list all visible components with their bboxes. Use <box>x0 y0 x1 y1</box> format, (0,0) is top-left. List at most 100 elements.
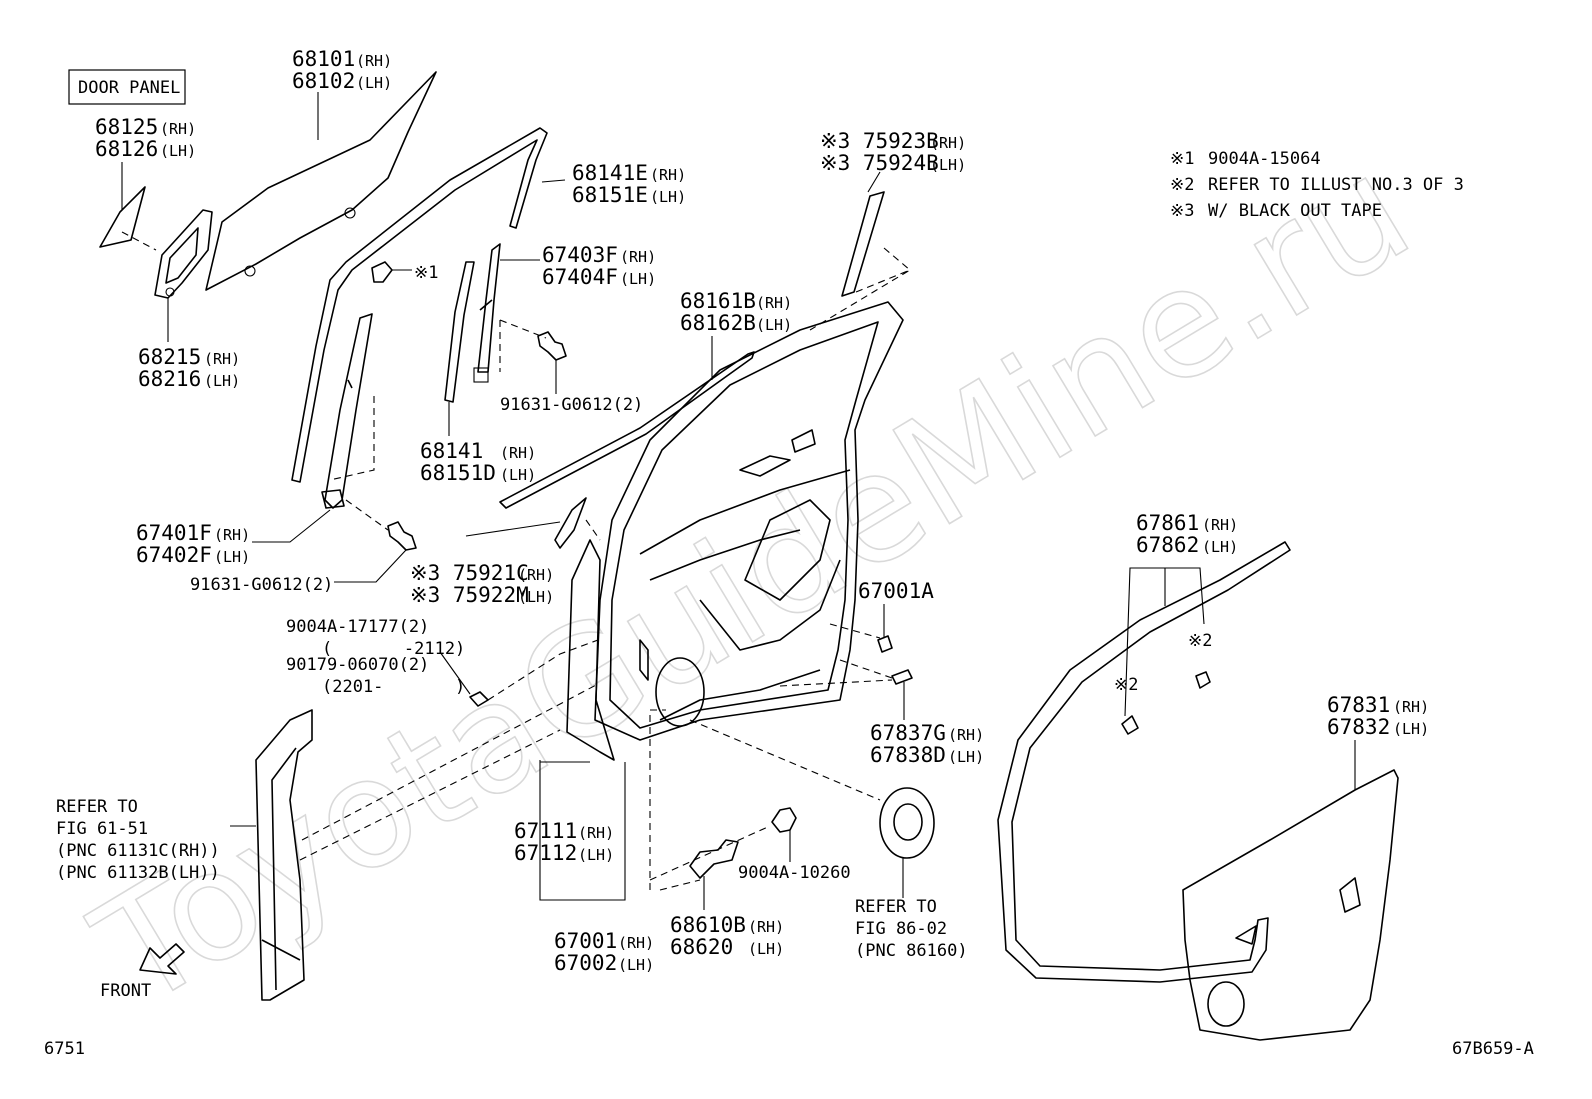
legend-mark-1: ※1 <box>1170 149 1194 169</box>
part-number: 68620 <box>670 935 733 959</box>
refer-speaker-note: REFER TO FIG 86-02 (PNC 86160) <box>855 897 968 961</box>
legend-text-3: W/ BLACK OUT TAPE <box>1208 201 1382 221</box>
bolt-label: 9004A-10260 <box>738 863 851 883</box>
bolt-part <box>387 521 417 551</box>
side-rh: (RH) <box>748 918 784 936</box>
part-number: 67832 <box>1327 715 1390 739</box>
glass-run-part <box>291 127 548 483</box>
mark-2-label: ※2 <box>1188 631 1212 651</box>
side-rh: (RH) <box>356 52 392 70</box>
side-rh: (RH) <box>518 566 554 584</box>
dash-lines <box>121 231 911 891</box>
frame-clip <box>165 287 175 297</box>
side-lh: (LH) <box>748 940 784 958</box>
weatherstrip-clip <box>1195 671 1211 689</box>
part-number: 67838D <box>870 743 946 767</box>
quarter-glass-part <box>99 186 146 248</box>
division-bar-part <box>444 261 475 403</box>
part-number: 67001 <box>554 929 617 953</box>
side-lh: (LH) <box>518 588 554 606</box>
leader-lines <box>121 92 1356 910</box>
part-number: 68216 <box>138 367 201 391</box>
note-line: (PNC 61132B(LH)) <box>56 863 220 883</box>
side-rh: (RH) <box>500 444 536 462</box>
clip-part <box>891 669 913 685</box>
screw-range-label: ( -2112) <box>322 639 465 659</box>
glass-clip <box>344 207 356 219</box>
blackout-tape-part <box>554 497 587 549</box>
side-lh: (LH) <box>930 156 966 174</box>
clip-part <box>371 261 393 283</box>
part-number: 68141E <box>572 161 648 185</box>
mark-2-label: ※2 <box>1114 675 1138 695</box>
refer-body-note: REFER TO FIG 61-51 (PNC 61131C(RH)) (PNC… <box>56 797 220 883</box>
part-number: 67403F <box>542 243 618 267</box>
side-lh: (LH) <box>204 372 240 390</box>
part-number: 67401F <box>136 521 212 545</box>
part-number: ※3 75921C <box>410 561 529 585</box>
blackout-tape-part <box>841 191 885 297</box>
part-number: 68215 <box>138 345 201 369</box>
side-rh: (RH) <box>160 120 196 138</box>
screw-label: 9004A-17177(2) <box>286 617 429 637</box>
channel-bracket <box>321 489 345 509</box>
part-number: 68141 <box>420 439 483 463</box>
note-line: FIG 61-51 <box>56 819 148 839</box>
note-line: REFER TO <box>56 797 138 817</box>
hole-cover-opening <box>1339 877 1361 913</box>
page-number: 6751 <box>44 1039 85 1059</box>
part-number: 67837G <box>870 721 946 745</box>
legend: ※1 9004A-15064 ※2 REFER TO ILLUST NO.3 O… <box>1170 149 1464 221</box>
part-number: 67862 <box>1136 533 1199 557</box>
part-number: 68161B <box>680 289 756 313</box>
side-lh: (LH) <box>650 188 686 206</box>
single-labels: ※1 91631-G0612(2) 91631-G0612(2) 67001A … <box>190 263 1212 883</box>
glass-clip <box>244 265 256 277</box>
part-number: 67111 <box>514 819 577 843</box>
side-lh: (LH) <box>1393 720 1429 738</box>
side-rh: (RH) <box>930 134 966 152</box>
side-lh: (LH) <box>948 748 984 766</box>
part-number: 67402F <box>136 543 212 567</box>
side-lh: (LH) <box>618 956 654 974</box>
legend-mark-2: ※2 <box>1170 175 1194 195</box>
part-number: 68151D <box>420 461 496 485</box>
side-rh: (RH) <box>1393 698 1429 716</box>
part-number: 67112 <box>514 841 577 865</box>
mark-1-label: ※1 <box>414 263 438 283</box>
side-rh: (RH) <box>618 934 654 952</box>
part-number: 68125 <box>95 115 158 139</box>
hole-cover-part <box>1182 769 1399 1041</box>
side-lh: (LH) <box>620 270 656 288</box>
quarter-frame-part <box>154 209 213 299</box>
belt-moulding-part <box>499 351 755 509</box>
part-number: ※3 75922M <box>410 583 529 607</box>
legend-mark-3: ※3 <box>1170 201 1194 221</box>
door-panel-box <box>68 69 186 105</box>
part-number: 68102 <box>292 69 355 93</box>
door-glass-part <box>205 71 437 291</box>
door-shell-part <box>566 301 904 761</box>
door-panel-label: DOOR PANEL <box>78 78 180 98</box>
side-rh: (RH) <box>948 726 984 744</box>
side-lh: (LH) <box>578 846 614 864</box>
front-arrow-icon <box>139 943 185 975</box>
part-number: ※3 75923B <box>820 129 939 153</box>
side-rh: (RH) <box>214 526 250 544</box>
weatherstrip-part <box>997 541 1291 983</box>
side-lh: (LH) <box>160 142 196 160</box>
side-lh: (LH) <box>356 74 392 92</box>
part-number: ※3 75924B <box>820 151 939 175</box>
figure-code: 67B659-A <box>1452 1039 1534 1059</box>
screw-range-label: (2201- ) <box>322 677 465 697</box>
side-rh: (RH) <box>620 248 656 266</box>
weatherstrip-clip <box>1121 715 1139 735</box>
note-line: REFER TO <box>855 897 937 917</box>
side-rh: (RH) <box>1202 516 1238 534</box>
side-rh: (RH) <box>204 350 240 368</box>
rear-run-part <box>477 243 501 373</box>
front-label: FRONT <box>100 981 151 1001</box>
side-rh: (RH) <box>756 294 792 312</box>
